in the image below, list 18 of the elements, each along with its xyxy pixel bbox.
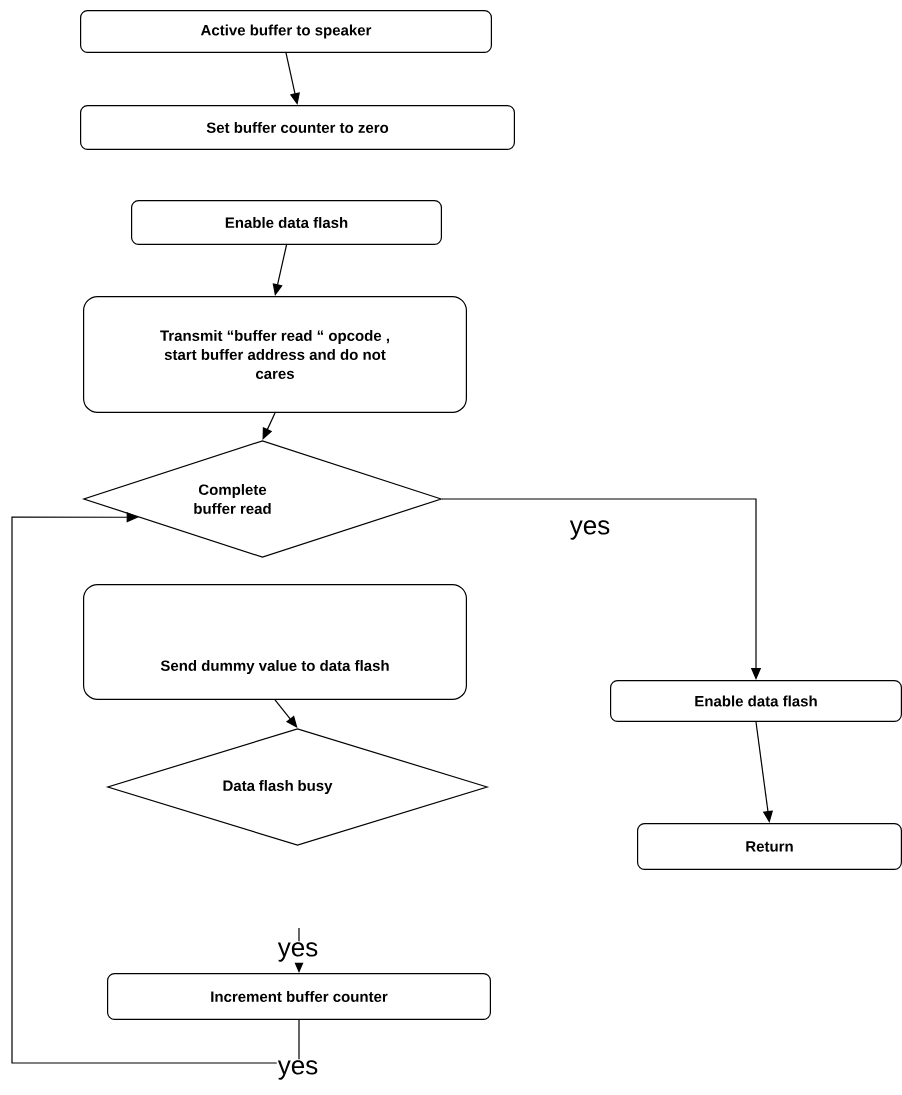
arrow [755, 721, 774, 823]
process-box: Set buffer counter to zero [80, 105, 515, 150]
edge-label: yes [276, 941, 320, 963]
edge-label: yes [276, 1059, 320, 1081]
arrow [274, 699, 298, 728]
arrow [272, 244, 288, 296]
edge-label: yes [568, 519, 612, 541]
process-box: Active buffer to speaker [80, 10, 492, 53]
process-box: Transmit “buffer read “ opcode , start buffer address and do not cares [83, 296, 467, 413]
arrow [262, 412, 276, 440]
arrow [441, 498, 762, 680]
process-box: Return [637, 823, 902, 870]
process-box: Enable data flash [610, 680, 902, 722]
arrow [285, 52, 300, 105]
process-box: Send dummy value to data flash [83, 584, 467, 700]
process-box: Enable data flash [131, 200, 442, 245]
process-box: Increment buffer counter [107, 973, 491, 1020]
arrow [11, 512, 300, 1064]
